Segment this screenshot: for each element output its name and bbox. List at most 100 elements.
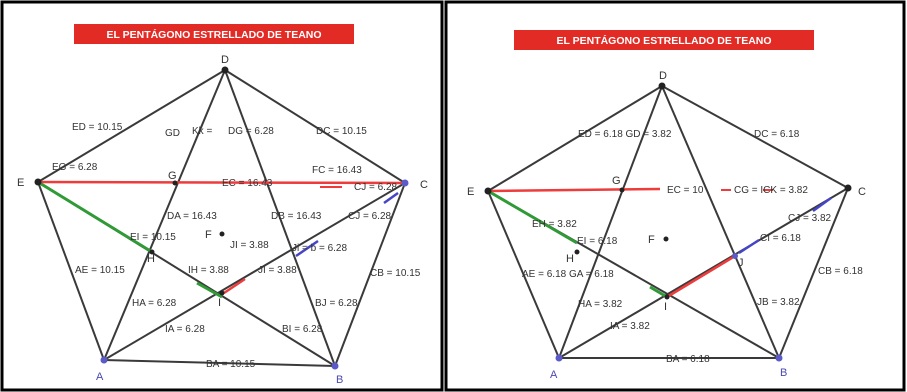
vertex-B-point <box>775 354 783 362</box>
edge-CB <box>334 182 406 367</box>
left-measure-label: Kk = <box>192 126 212 137</box>
right-measure-label: EI = 6.18 <box>577 236 618 247</box>
left-measure-label: CJ = 6.28 <box>354 182 398 193</box>
right-measure-label: CB = 6.18 <box>818 266 863 277</box>
right-measure-label: ED = 6.18 GD = 3.82 <box>578 129 672 140</box>
left-measure-label: HA = 6.28 <box>132 298 177 309</box>
left-measure-label: EI = 10.15 <box>130 232 176 243</box>
vertex-C-point <box>844 184 852 192</box>
left-measure-label: JI = 3.88 <box>230 240 269 251</box>
segment-EH-green <box>487 189 578 245</box>
left-measure-label: AE = 10.15 <box>75 265 125 276</box>
left-measurements: ED = 10.15 GD Kk = DG = 6.28 DC = 10.15 … <box>52 122 421 370</box>
segment-I-green <box>649 285 668 299</box>
left-measure-label: DB = 16.43 <box>271 211 322 222</box>
segment-C-blue <box>383 191 399 205</box>
segment-J-blue <box>295 239 319 258</box>
right-title: EL PENTÁGONO ESTRELLADO DE TEANO <box>556 34 771 47</box>
right-measure-label: AE = 6.18 GA = 6.18 <box>522 269 614 280</box>
vertex-H-point <box>574 249 580 255</box>
vertex-B-label: B <box>336 374 343 386</box>
vertex-H-point <box>149 249 155 255</box>
vertex-F-label: F <box>205 229 212 241</box>
edge-ED <box>487 85 663 192</box>
segment-J-blue <box>738 238 760 255</box>
right-panel-frame <box>444 0 906 392</box>
left-title-banner <box>74 24 354 44</box>
left-title: EL PENTÁGONO ESTRELLADO DE TEANO <box>106 28 321 41</box>
vertex-F-point <box>663 236 669 242</box>
left-measure-label: ED = 10.15 <box>72 122 123 133</box>
edge-DB <box>224 69 336 367</box>
segment-I-green <box>196 281 223 299</box>
right-measure-label: CI = 6.18 <box>760 233 801 244</box>
left-measure-label: BI = 6.28 <box>282 324 323 335</box>
right-measure-label: DC = 6.18 <box>754 129 800 140</box>
left-measure-label: JI = 3.88 <box>258 265 297 276</box>
left-vertices <box>34 66 409 370</box>
vertex-D-point <box>658 82 666 90</box>
edge-AB <box>103 359 336 367</box>
edge-CA <box>103 182 406 361</box>
left-measure-label: EG = 6.28 <box>52 162 98 173</box>
left-panel: EL PENTÁGONO ESTRELLADO DE TEANO <box>0 0 444 392</box>
vertex-C-label: C <box>858 186 866 198</box>
left-measure-label: GD <box>165 128 180 139</box>
right-measure-label: BA = 6.18 <box>666 354 710 365</box>
right-panel: EL PENTÁGONO ESTRELLADO DE TEANO <box>444 0 906 392</box>
vertex-A-point <box>100 356 108 364</box>
vertex-I-point <box>219 290 225 296</box>
vertex-J-point <box>732 253 738 259</box>
edge-DB <box>661 85 780 359</box>
vertex-G-label: G <box>168 170 177 182</box>
right-measure-label: CJ = 3.82 <box>788 213 832 224</box>
vertex-B-label: B <box>780 367 787 379</box>
vertex-I-label: I <box>664 301 667 313</box>
edge-CB <box>778 187 849 359</box>
vertex-A-label: A <box>550 369 558 381</box>
right-title-banner <box>514 30 814 50</box>
edge-EA <box>487 190 560 359</box>
right-measure-label: IA = 3.82 <box>610 321 650 332</box>
right-measure-label: JB = 3.82 <box>757 297 800 308</box>
right-vertices <box>484 82 852 362</box>
vertex-H-label: H <box>147 253 155 265</box>
vertex-H-label: H <box>566 253 574 265</box>
vertex-F-label: F <box>648 234 655 246</box>
vertex-E-label: E <box>17 177 24 189</box>
vertex-C-point <box>401 179 409 187</box>
left-measure-label: Ji = b = 6.28 <box>292 243 347 254</box>
right-measurements: ED = 6.18 GD = 3.82 DC = 6.18 EC = 10 CG… <box>522 129 863 365</box>
edge-EA <box>37 181 105 361</box>
right-measure-label: CG = ICK = 3.82 <box>734 185 808 196</box>
left-measure-label: DA = 16.43 <box>167 211 217 222</box>
left-measure-label: DG = 6.28 <box>228 126 274 137</box>
segment-EC-red <box>487 187 661 193</box>
left-measure-label: BJ = 6.28 <box>315 298 358 309</box>
left-measure-label: EC = 16.43 <box>222 178 273 189</box>
vertex-A-label: A <box>96 371 104 383</box>
vertex-D-label: D <box>659 70 667 82</box>
vertex-E-point <box>484 187 492 195</box>
edge-DC <box>224 69 406 184</box>
vertex-D-point <box>221 66 229 74</box>
vertex-F-point <box>219 231 225 237</box>
vertex-G-point <box>172 180 178 186</box>
vertex-B-point <box>331 362 339 370</box>
edge-DA <box>103 69 226 361</box>
vertex-C-label: C <box>420 179 428 191</box>
segment-IJ-red <box>666 254 736 299</box>
vertex-I-label: I <box>218 297 221 309</box>
vertex-G-label: G <box>612 175 621 187</box>
segment-C-blue <box>812 196 832 213</box>
segment-EC-red <box>37 180 406 185</box>
vertex-I-point <box>664 294 670 300</box>
edge-CA <box>558 187 849 359</box>
vertex-J-label: J <box>738 257 744 269</box>
vertex-E-label: E <box>467 186 474 198</box>
edge-DC <box>661 85 849 189</box>
left-measure-label: DC = 10.15 <box>316 126 367 137</box>
vertex-A-point <box>555 354 563 362</box>
vertex-G-point <box>619 187 625 193</box>
left-measure-label: IH = 3.88 <box>188 265 229 276</box>
